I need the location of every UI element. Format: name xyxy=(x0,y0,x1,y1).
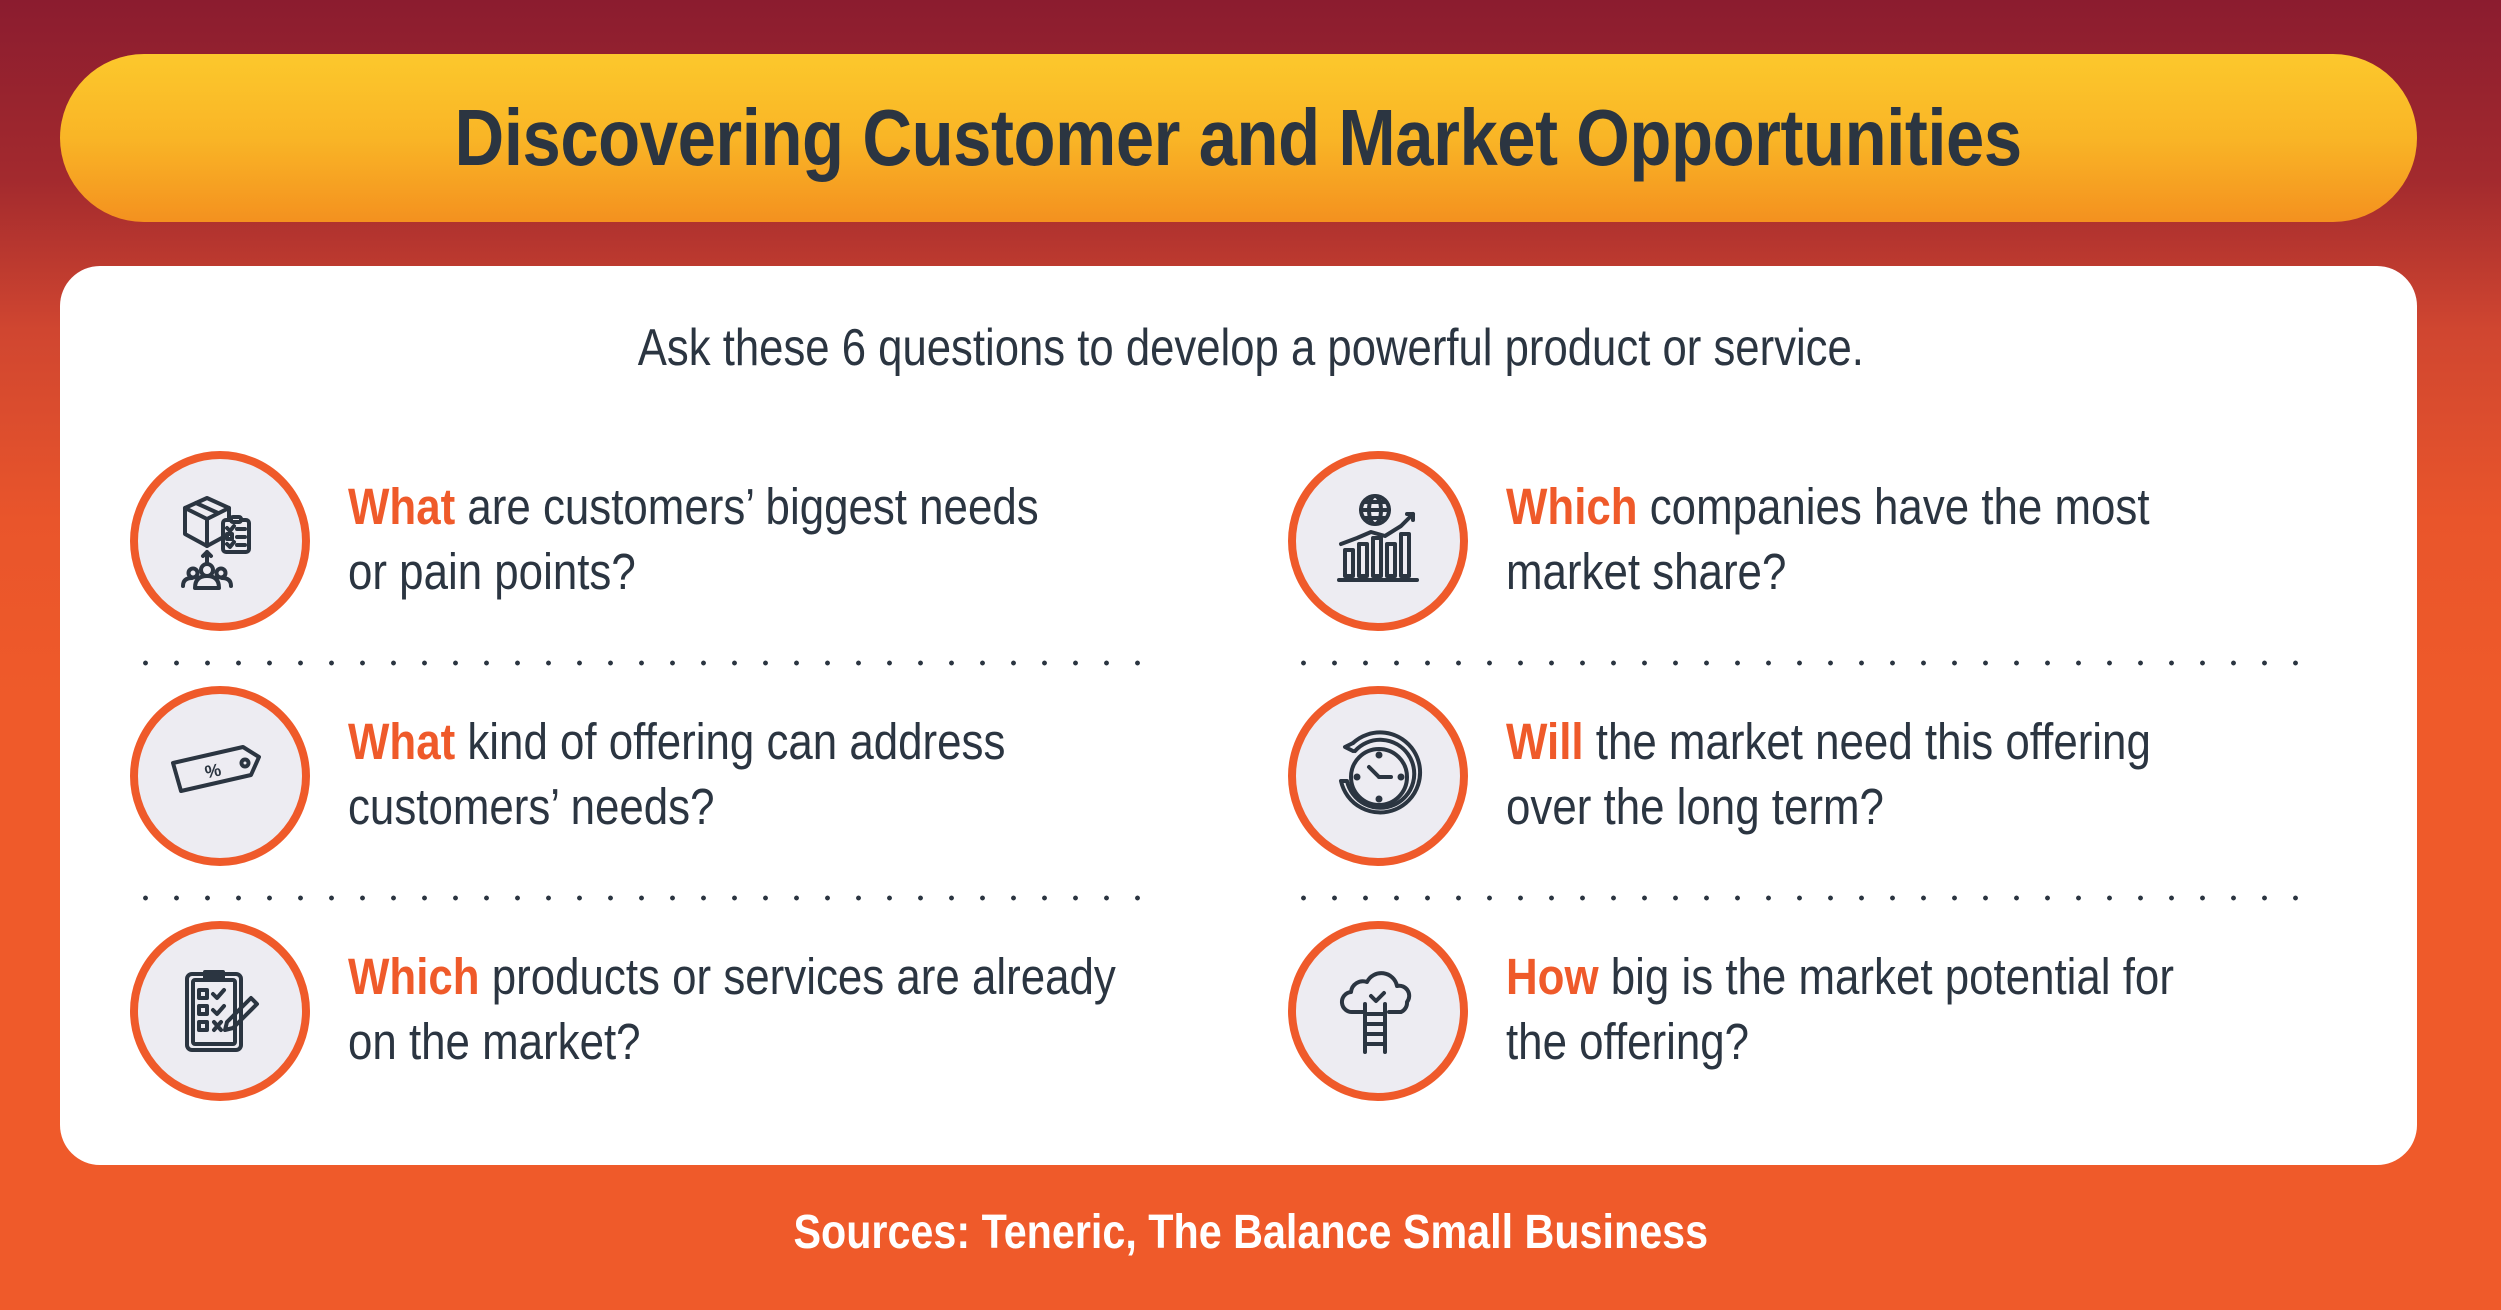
question-text: big is the market potential for xyxy=(1598,948,2174,1005)
question-keyword: What xyxy=(348,478,456,535)
question-text: kind of offering can address xyxy=(455,713,1006,770)
question-text-line2: or pain points? xyxy=(348,543,636,600)
dotted-divider xyxy=(1288,660,2324,666)
question-text: products or services are already xyxy=(479,948,1116,1005)
dotted-divider xyxy=(130,660,1166,666)
question-keyword: Which xyxy=(348,948,480,1005)
question-item: Which companies have the most market sha… xyxy=(1506,474,2150,604)
card-subtitle: Ask these 6 questions to develop a power… xyxy=(0,318,2501,378)
question-item: Will the market need this offering over … xyxy=(1506,709,2151,839)
card-subtitle-text: Ask these 6 questions to develop a power… xyxy=(637,319,1864,377)
clock-refresh-icon xyxy=(1288,686,1468,866)
svg-text:%: % xyxy=(203,760,223,783)
question-text-line2: the offering? xyxy=(1506,1013,1750,1070)
dotted-divider xyxy=(130,895,1166,901)
dotted-divider xyxy=(1288,895,2324,901)
question-keyword: How xyxy=(1506,948,1599,1005)
sources-footer: Sources: Teneric, The Balance Small Busi… xyxy=(0,1205,2501,1260)
cloud-ladder-icon xyxy=(1288,921,1468,1101)
question-keyword: Which xyxy=(1506,478,1638,535)
question-text-line2: customers’ needs? xyxy=(348,778,715,835)
question-text: companies have the most xyxy=(1637,478,2150,535)
question-text-line2: over the long term? xyxy=(1506,778,1884,835)
question-item: What kind of offering can address custom… xyxy=(348,709,1005,839)
page-title: Discovering Customer and Market Opportun… xyxy=(454,93,2023,182)
question-item: How big is the market potential for the … xyxy=(1506,944,2174,1074)
globe-bar-chart-growth-icon xyxy=(1288,451,1468,631)
question-keyword: Will xyxy=(1506,713,1584,770)
questions-card xyxy=(60,266,2417,1165)
question-text: the market need this offering xyxy=(1583,713,2151,770)
question-item: What are customers’ biggest needs or pai… xyxy=(348,474,1039,604)
question-text-line2: on the market? xyxy=(348,1013,641,1070)
question-item: Which products or services are already o… xyxy=(348,944,1116,1074)
sources-text: Sources: Teneric, The Balance Small Busi… xyxy=(793,1206,1708,1259)
box-clipboard-people-icon xyxy=(130,451,310,631)
title-banner: Discovering Customer and Market Opportun… xyxy=(60,54,2417,222)
clipboard-checklist-pencil-icon xyxy=(130,921,310,1101)
question-text-line2: market share? xyxy=(1506,543,1787,600)
question-keyword: What xyxy=(348,713,456,770)
question-text: are customers’ biggest needs xyxy=(455,478,1039,535)
price-tag-percent-icon: % xyxy=(130,686,310,866)
